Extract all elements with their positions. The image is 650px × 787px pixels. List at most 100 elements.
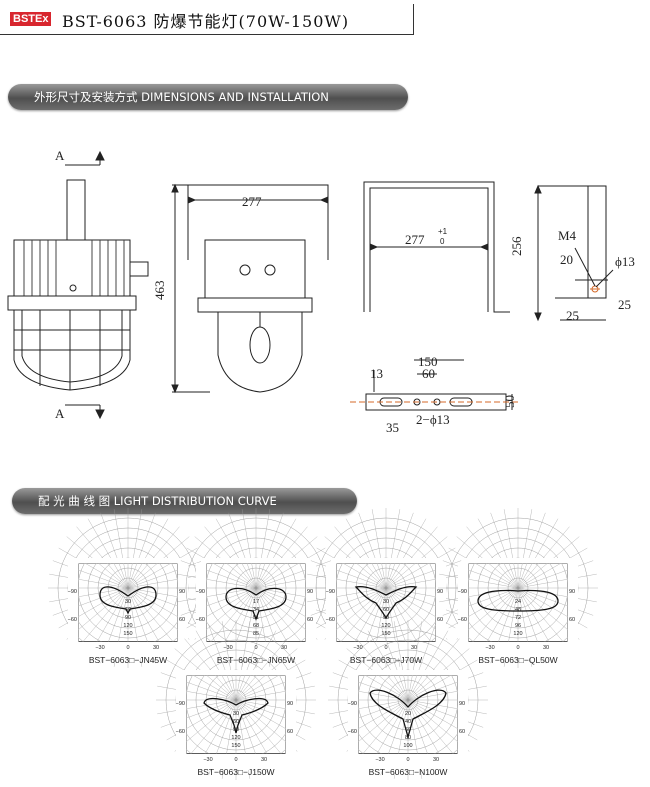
dim-463: 463: [152, 281, 167, 301]
radial-label: 30: [233, 711, 239, 717]
angle-label: −30: [353, 645, 362, 651]
angle-label: 60: [179, 617, 185, 623]
radial-label: 72: [515, 615, 521, 621]
radial-label: 150: [231, 743, 240, 749]
angle-label: 90: [307, 589, 313, 595]
angle-label: 60: [569, 617, 575, 623]
angle-label: −30: [485, 645, 494, 651]
radial-label: 100: [403, 743, 412, 749]
angle-label: 90: [179, 589, 185, 595]
angle-label: 0: [234, 757, 237, 763]
marker-a-bottom: A: [55, 406, 65, 421]
distribution-curve: [477, 589, 559, 612]
dim-277-bracket: 277: [405, 232, 425, 247]
marker-a-top: A: [55, 148, 65, 163]
angle-label: 30: [261, 757, 267, 763]
angle-label: −60: [196, 617, 205, 623]
radial-label: 120: [231, 735, 240, 741]
bracket-profile: [534, 184, 614, 322]
angle-label: 90: [569, 589, 575, 595]
angle-label: −90: [176, 701, 185, 707]
brand-logo: BSTEx: [10, 12, 52, 26]
angle-label: −30: [223, 645, 232, 651]
angle-label: 0: [126, 645, 129, 651]
lamp-side-view: [7, 179, 149, 391]
bracket-view: [363, 181, 510, 313]
radial-label: 120: [513, 631, 522, 637]
dimension-drawing: A A 277 4: [7, 148, 635, 435]
angle-label: −90: [348, 701, 357, 707]
angle-label: −60: [348, 729, 357, 735]
radial-label: 90: [383, 615, 389, 621]
distribution-curve: [369, 689, 447, 740]
dimensions-banner: 外形尺寸及安装方式 DIMENSIONS AND INSTALLATION: [8, 84, 408, 110]
diagram-caption: BST−6063□−J150W: [197, 767, 275, 777]
angle-label: −60: [326, 617, 335, 623]
angle-label: −30: [95, 645, 104, 651]
dim-13: 13: [370, 366, 383, 381]
radial-label: 150: [123, 631, 132, 637]
radial-label: 60: [405, 727, 411, 733]
diagram-caption: BST−6063□−N100W: [368, 767, 448, 777]
angle-label: 60: [287, 729, 293, 735]
label-m4: M4: [558, 228, 577, 243]
angle-label: −90: [68, 589, 77, 595]
distribution-curve: [203, 697, 269, 734]
radial-label: 90: [233, 727, 239, 733]
radial-label: 90: [125, 615, 131, 621]
dim-20: 20: [560, 252, 573, 267]
dim-150: 150: [418, 354, 438, 369]
radial-label: 60: [233, 719, 239, 725]
radial-label: 60: [383, 607, 389, 613]
header-rule: [0, 34, 413, 35]
radial-label: 48: [515, 607, 521, 613]
dim-35: 35: [386, 420, 399, 435]
angle-label: 90: [437, 589, 443, 595]
radial-label: 80: [405, 735, 411, 741]
diagram-caption: BST−6063□−JN65W: [216, 655, 296, 665]
angle-label: 0: [516, 645, 519, 651]
angle-label: 0: [406, 757, 409, 763]
angle-label: 30: [153, 645, 159, 651]
page-title: BST-6063 防爆节能灯(70W-150W): [62, 12, 350, 31]
dim-50: 50: [502, 395, 517, 408]
holes-label: 2−ϕ13: [416, 412, 450, 427]
diagram-caption: BST−6063□−QL50W: [478, 655, 558, 665]
tol-zero: 0: [440, 237, 445, 246]
radial-label: 24: [515, 599, 521, 605]
dim-277-front: 277: [242, 194, 262, 209]
angle-label: 0: [254, 645, 257, 651]
angle-label: 30: [433, 757, 439, 763]
distribution-curve: [354, 585, 418, 620]
polar-grid: −90 −60 90 60 −30 0 30 30 60 90 120 150: [156, 620, 316, 780]
angle-label: 60: [459, 729, 465, 735]
angle-label: 90: [287, 701, 293, 707]
diagram-caption: BST−6063□−J70W: [349, 655, 423, 665]
angle-label: −30: [375, 757, 384, 763]
distribution-curve: [225, 587, 287, 621]
radial-label: 34: [253, 607, 259, 613]
angle-label: 30: [543, 645, 549, 651]
radial-label: 30: [383, 599, 389, 605]
angle-label: 90: [459, 701, 465, 707]
radial-label: 51: [253, 615, 259, 621]
tol-plus: +1: [438, 227, 448, 236]
dim-256: 256: [509, 236, 524, 256]
lamp-front-view: [171, 183, 329, 394]
dim-25-left: 25: [566, 308, 579, 323]
angle-label: −90: [196, 589, 205, 595]
angle-label: −90: [326, 589, 335, 595]
angle-label: 30: [281, 645, 287, 651]
angle-label: 0: [384, 645, 387, 651]
angle-label: −90: [458, 589, 467, 595]
section-marker: [65, 150, 105, 420]
